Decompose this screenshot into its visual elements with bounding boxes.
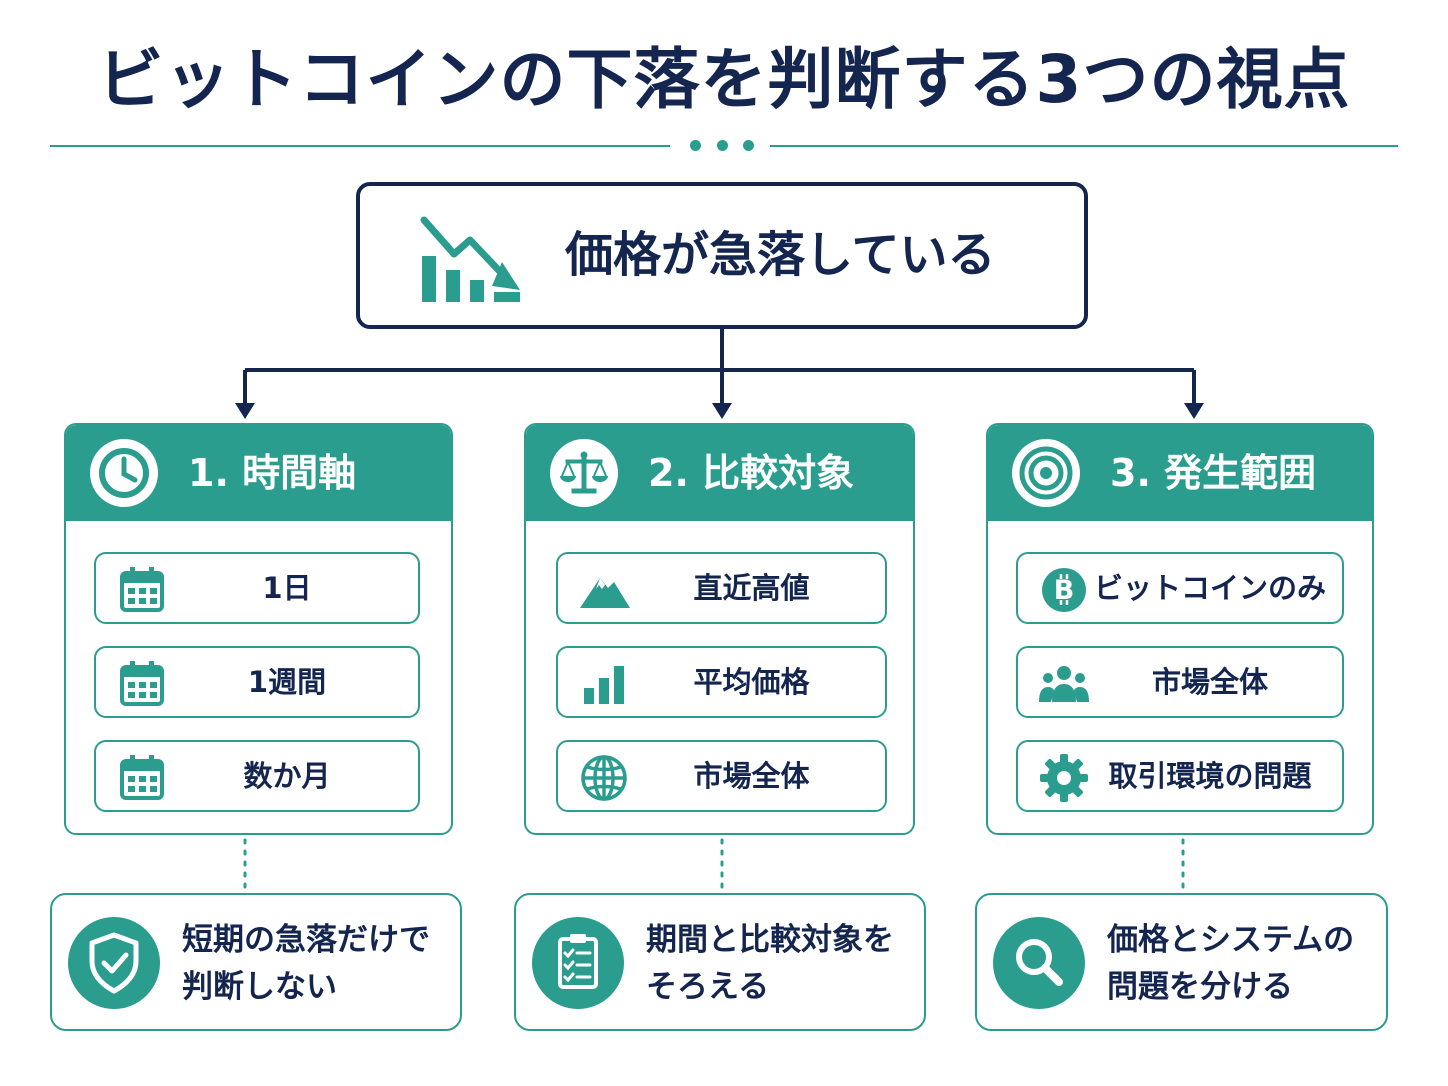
scales-icon: [550, 439, 618, 507]
calendar-icon: [116, 752, 168, 804]
clock-icon: [90, 439, 158, 507]
takeaway-scope: 価格とシステムの 問題を分ける: [975, 893, 1388, 1031]
gear-icon: [1038, 752, 1090, 804]
shield-check-icon: [68, 917, 160, 1009]
globe-icon: [578, 752, 630, 804]
root-node: 価格が急落している: [356, 182, 1088, 329]
card-title: 2. 比較対象: [648, 451, 855, 495]
item-bitcoin-only: B ビットコインのみ: [1016, 552, 1344, 624]
takeaway-time: 短期の急落だけで 判断しない: [50, 893, 462, 1031]
takeaway-line: そろえる: [646, 969, 770, 1005]
card-title: 1. 時間軸: [188, 451, 357, 495]
mountain-icon: [578, 564, 630, 616]
item-label: 数か月: [243, 759, 331, 793]
divider-right: [770, 145, 1398, 147]
magnifier-icon: [993, 917, 1085, 1009]
takeaway-line: 価格とシステムの: [1107, 922, 1355, 958]
page-title: ビットコインの下落を判断する3つの視点: [97, 41, 1351, 118]
target-icon: [1012, 439, 1080, 507]
item-recent-high: 直近高値: [556, 552, 887, 624]
item-label: 取引環境の問題: [1108, 759, 1312, 793]
divider-left: [50, 145, 670, 147]
divider-dots: [690, 139, 754, 153]
item-whole-market: 市場全体: [1016, 646, 1344, 718]
item-whole-market: 市場全体: [556, 740, 887, 812]
takeaway-comparison: 期間と比較対象を そろえる: [514, 893, 926, 1031]
item-label: 平均価格: [693, 665, 810, 699]
card-title: 3. 発生範囲: [1110, 451, 1317, 495]
takeaway-line: 判断しない: [182, 969, 337, 1005]
bar-chart-icon: [578, 658, 630, 710]
clipboard-checklist-icon: [532, 917, 624, 1009]
svg-text:B: B: [1054, 575, 1075, 606]
takeaway-text: 価格とシステムの 問題を分ける: [1107, 917, 1354, 1011]
bitcoin-icon: B: [1038, 564, 1090, 616]
takeaway-text: 期間と比較対象を そろえる: [646, 917, 894, 1011]
item-label: 1週間: [247, 665, 327, 699]
root-label: 価格が急落している: [565, 227, 996, 283]
card-header: 1. 時間軸: [66, 425, 451, 521]
takeaway-line: 短期の急落だけで: [182, 922, 430, 958]
item-months: 数か月: [94, 740, 420, 812]
item-trading-environment: 取引環境の問題: [1016, 740, 1344, 812]
people-group-icon: [1038, 658, 1090, 710]
item-average-price: 平均価格: [556, 646, 887, 718]
item-label: ビットコインのみ: [1093, 571, 1326, 605]
calendar-icon: [116, 564, 168, 616]
takeaway-line: 問題を分ける: [1107, 969, 1293, 1005]
perspective-card-time: 1. 時間軸 1日 1週間 数か月: [64, 423, 453, 835]
item-label: 市場全体: [1151, 665, 1268, 699]
item-label: 直近高値: [693, 571, 810, 605]
item-1-day: 1日: [94, 552, 420, 624]
item-1-week: 1週間: [94, 646, 420, 718]
calendar-icon: [116, 658, 168, 710]
card-header: 3. 発生範囲: [988, 425, 1372, 521]
item-label: 1日: [262, 571, 312, 605]
card-header: 2. 比較対象: [526, 425, 913, 521]
takeaway-line: 期間と比較対象を: [646, 922, 894, 958]
perspective-card-scope: 3. 発生範囲 B ビットコインのみ 市場全体 取引環境の問題: [986, 423, 1374, 835]
declining-chart-icon: [418, 214, 528, 304]
takeaway-text: 短期の急落だけで 判断しない: [182, 917, 430, 1011]
item-label: 市場全体: [693, 759, 810, 793]
perspective-card-comparison: 2. 比較対象 直近高値 平均価格 市場全体: [524, 423, 915, 835]
